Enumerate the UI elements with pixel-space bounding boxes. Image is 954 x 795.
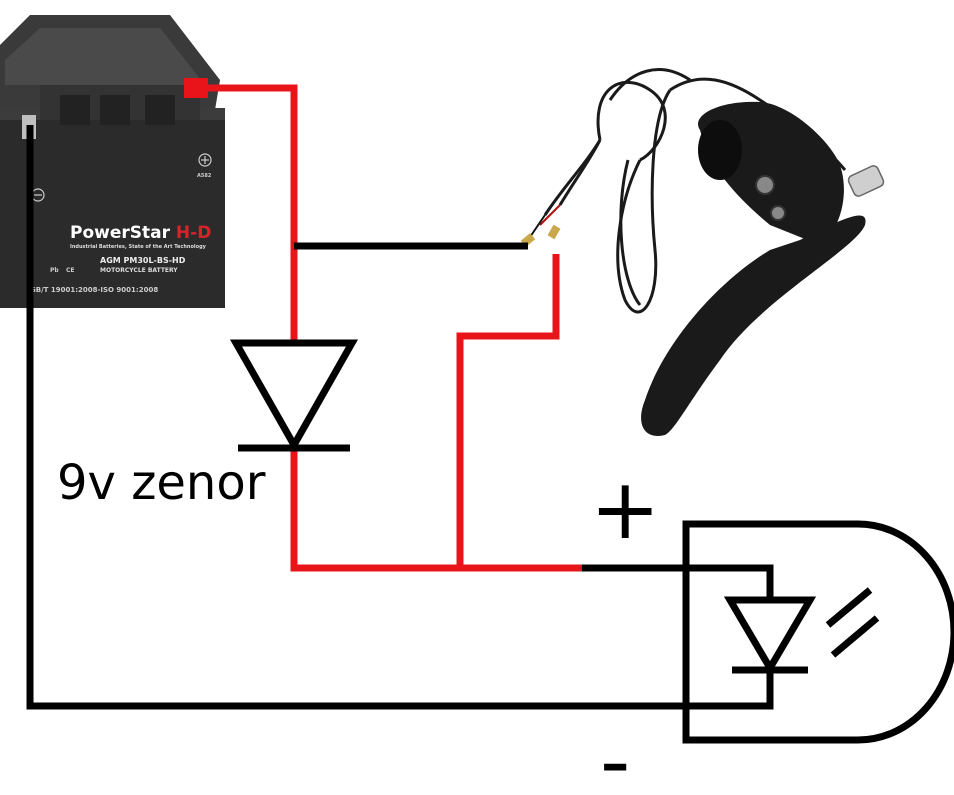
battery-mark-ce: CE	[66, 267, 75, 274]
battery-cert: GB/T 19001:2008-ISO 9001:2008	[30, 286, 158, 294]
wire-from-switch-red	[456, 254, 560, 568]
terminal-red	[547, 224, 561, 240]
battery-part-code: A582	[197, 173, 212, 179]
battery-mark-pb: Pb	[50, 267, 59, 274]
minus-label: -	[600, 712, 630, 795]
battery-brand: PowerStar H-D	[70, 223, 211, 243]
battery-front	[0, 108, 225, 308]
screw-icon	[770, 205, 786, 221]
wire-positive-battery	[195, 84, 298, 340]
zener-label: 9v zenor	[57, 455, 266, 511]
wiring	[26, 84, 774, 710]
zener-triangle	[229, 339, 359, 453]
plus-label: +	[590, 460, 660, 558]
battery-model: AGM PM30L-BS-HD	[100, 256, 186, 265]
battery-tagline: Industrial Batteries, State of the Art T…	[70, 244, 207, 250]
battery: A582 PowerStar H-D Industrial Batteries,…	[0, 15, 225, 308]
battery-plus-symbol	[198, 153, 212, 167]
battery-type: MOTORCYCLE BATTERY	[100, 267, 178, 274]
brake-lever-switch	[520, 68, 885, 436]
brake-adjuster	[847, 165, 885, 197]
wire-negative-return	[26, 125, 774, 710]
brake-lever-blade	[641, 215, 866, 436]
light-ray-icon	[830, 615, 880, 658]
wire-led-positive	[582, 564, 774, 600]
wire-zener-output	[290, 448, 585, 572]
screw-icon	[755, 175, 775, 195]
led-triangle	[723, 596, 817, 675]
zener-diode	[229, 339, 359, 453]
light-ray-icon	[825, 587, 873, 628]
